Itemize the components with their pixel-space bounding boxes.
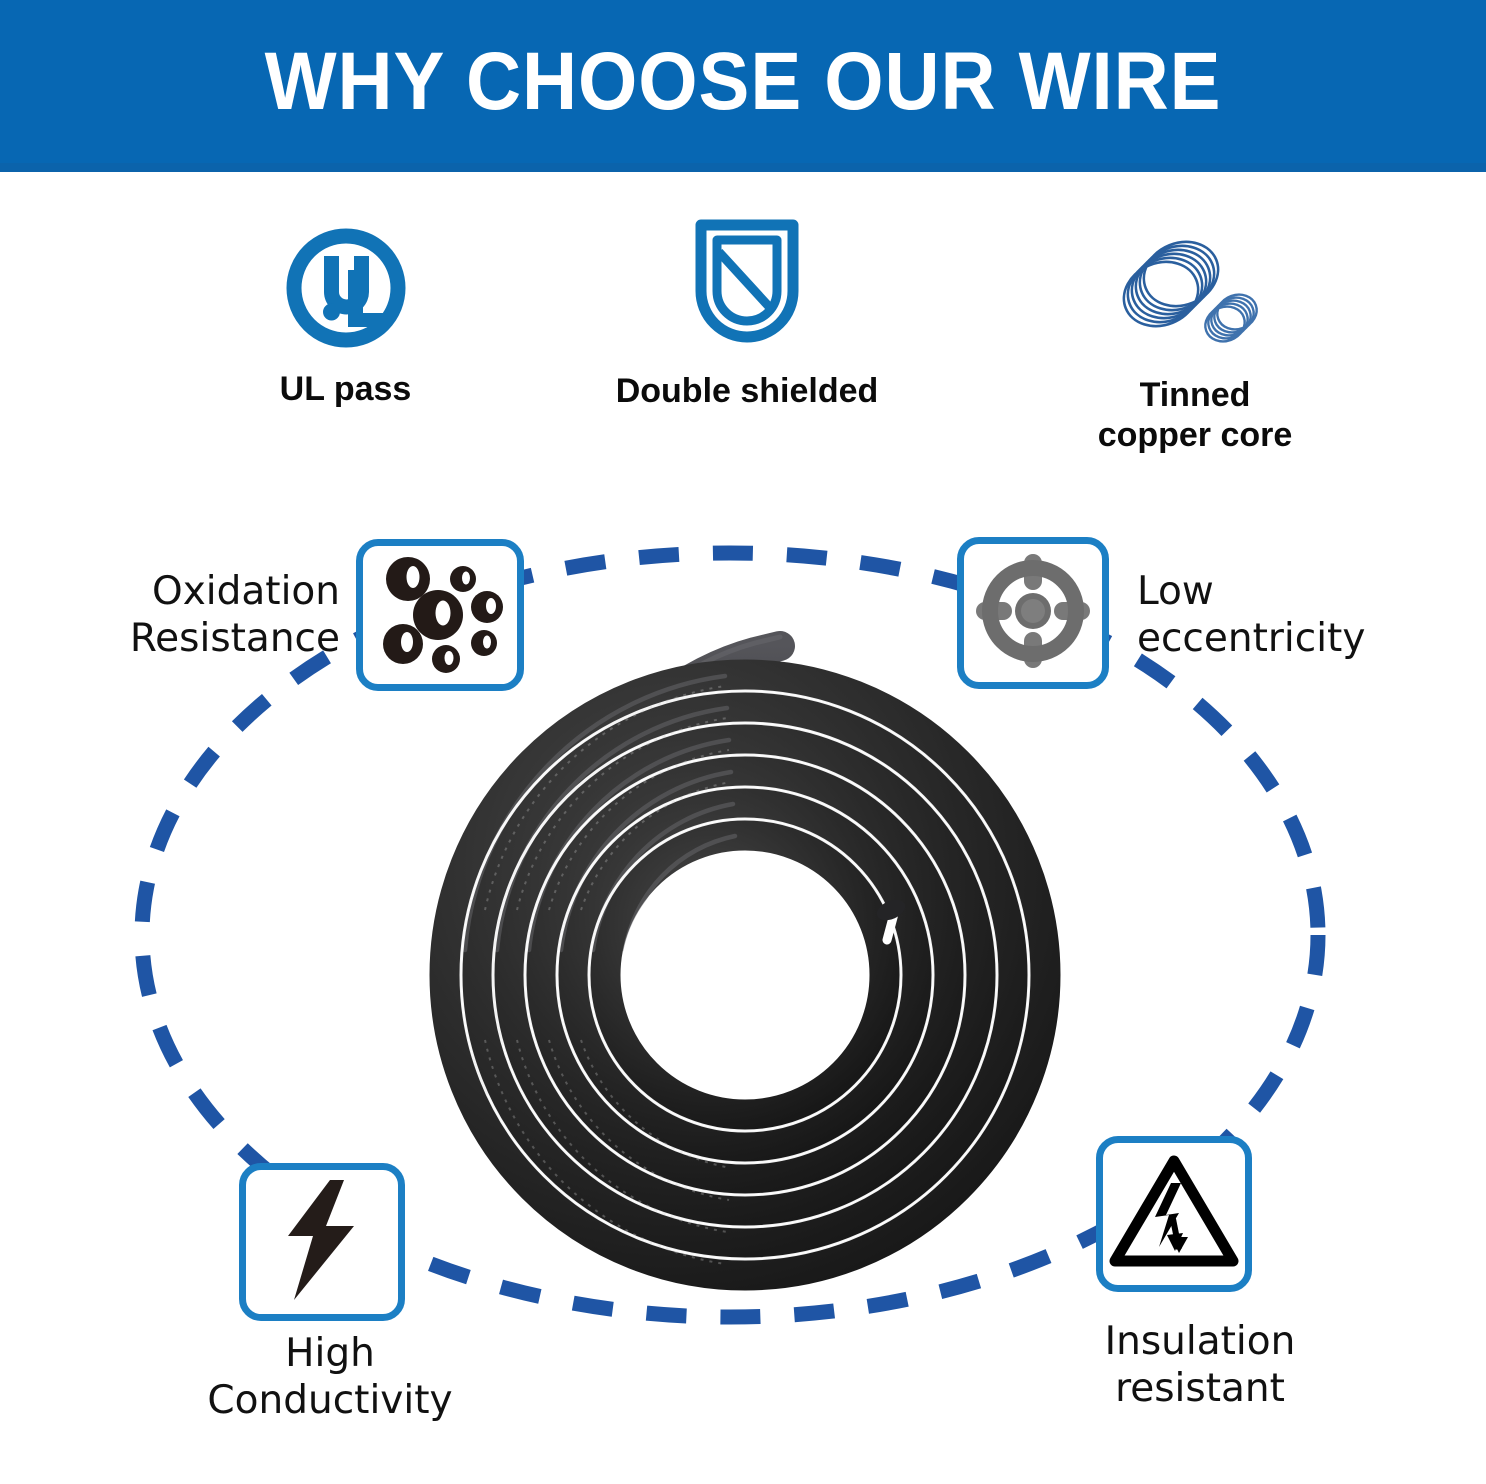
box-low-eccentricity xyxy=(957,537,1109,689)
box-insulation-resistant xyxy=(1096,1136,1252,1292)
feature-double-shielded: Double shielded xyxy=(607,214,887,411)
page-title: WHY CHOOSE OUR WIRE xyxy=(264,35,1222,127)
ul-certification-icon xyxy=(286,228,406,355)
box-oxidation-resistance xyxy=(356,539,524,691)
lightning-bolt-icon xyxy=(280,1178,364,1307)
header-banner xyxy=(0,0,1486,163)
feature-label-tinned-copper-core: Tinned copper core xyxy=(1097,376,1293,454)
feature-label-double-shielded: Double shielded xyxy=(615,372,879,410)
double-shield-icon xyxy=(688,214,806,357)
corner-label-insulation-resistant: Insulation resistant xyxy=(1104,1319,1296,1411)
corner-label-low-eccentricity: Low eccentricity xyxy=(1137,569,1366,661)
dashed-oval-connector xyxy=(134,545,1326,1325)
box-high-conductivity xyxy=(239,1163,405,1321)
corner-label-oxidation-resistance: Oxidation Resistance xyxy=(129,569,340,661)
feature-tinned-copper-core: Tinned copper core xyxy=(1055,234,1335,455)
feature-label-ul-pass: UL pass xyxy=(279,370,412,408)
wire-coils-icon xyxy=(1115,234,1275,361)
crosshair-target-icon xyxy=(972,550,1094,677)
header-banner-underline xyxy=(0,163,1486,172)
feature-ul-pass: UL pass xyxy=(213,228,478,409)
high-voltage-warning-icon xyxy=(1109,1155,1239,1274)
corner-label-high-conductivity: High Conductivity xyxy=(207,1331,453,1423)
oxidation-droplets-icon xyxy=(370,549,510,682)
wire-coil-image xyxy=(429,631,1061,1291)
